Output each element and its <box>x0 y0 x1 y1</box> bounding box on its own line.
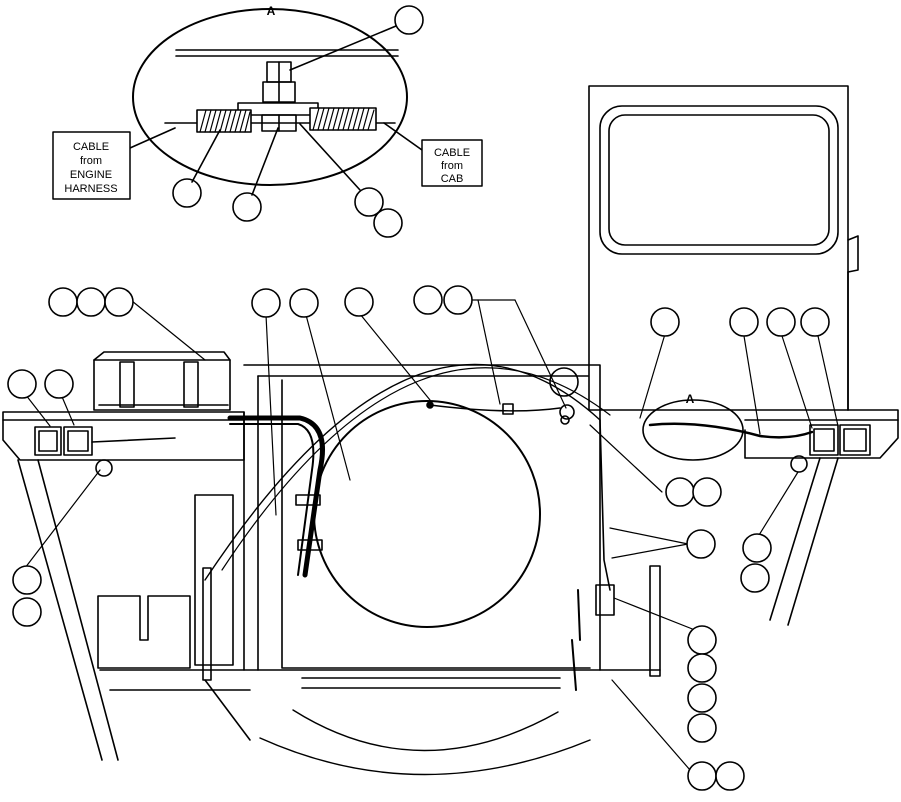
svg-text:CABLE: CABLE <box>73 141 109 153</box>
svg-text:HARNESS: HARNESS <box>64 183 117 195</box>
callout-bubble <box>172 178 202 208</box>
detail-view-letter: A <box>267 4 276 18</box>
engine-frame <box>2 351 899 776</box>
svg-text:CAB: CAB <box>441 173 464 185</box>
svg-text:from: from <box>441 160 463 172</box>
callout-bubble <box>394 5 424 35</box>
callout-bubbles <box>7 285 830 791</box>
svg-text:CABLE: CABLE <box>434 147 470 159</box>
callout-bubble <box>232 192 262 222</box>
main-view-letter: A <box>686 392 695 406</box>
svg-text:from: from <box>80 155 102 167</box>
cable-from-engine-harness-label: CABLE from ENGINE HARNESS <box>52 131 131 200</box>
callout-bubble <box>354 187 384 217</box>
cab-structure <box>588 85 859 411</box>
svg-text:ENGINE: ENGINE <box>70 169 112 181</box>
view-a-marker: A <box>642 392 744 461</box>
cable-from-cab-label: CABLE from CAB <box>421 139 483 187</box>
wiring-harness <box>227 367 814 691</box>
detail-a-view: A <box>129 4 424 238</box>
callout-bubble <box>373 208 403 238</box>
